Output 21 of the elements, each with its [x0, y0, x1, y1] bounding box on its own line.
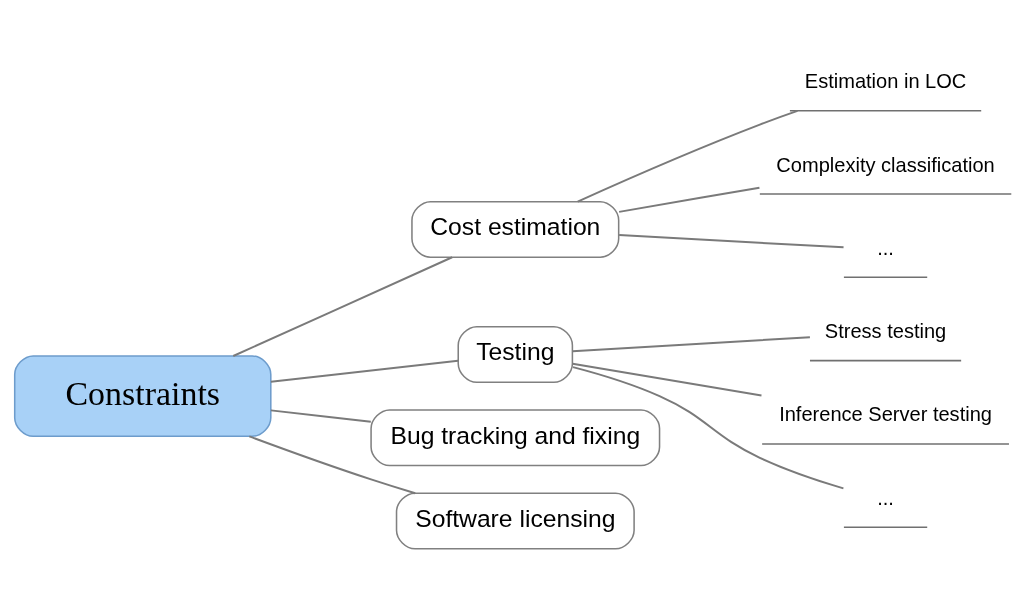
node-text: Complexity classification [776, 152, 995, 175]
node-text: ... [877, 486, 894, 509]
node-box: Bug tracking and fixing [370, 408, 661, 466]
connector [619, 233, 844, 248]
node-text: Inference Server testing [779, 402, 992, 425]
node-text: Estimation in LOC [804, 69, 967, 92]
connector [270, 359, 459, 383]
node-box: Cost estimation [411, 200, 620, 258]
node-box: Software licensing [395, 492, 635, 550]
node-text: ... [877, 236, 894, 259]
connector [572, 362, 762, 397]
connector [577, 109, 798, 202]
connector [270, 408, 371, 423]
connector [249, 434, 416, 494]
node-box: Constraints [13, 354, 272, 437]
node-text: Stress testing [824, 319, 947, 342]
node-box: Testing [457, 325, 574, 383]
connector [572, 365, 844, 489]
connector [232, 255, 453, 357]
connector [618, 186, 760, 213]
connector [572, 335, 810, 352]
